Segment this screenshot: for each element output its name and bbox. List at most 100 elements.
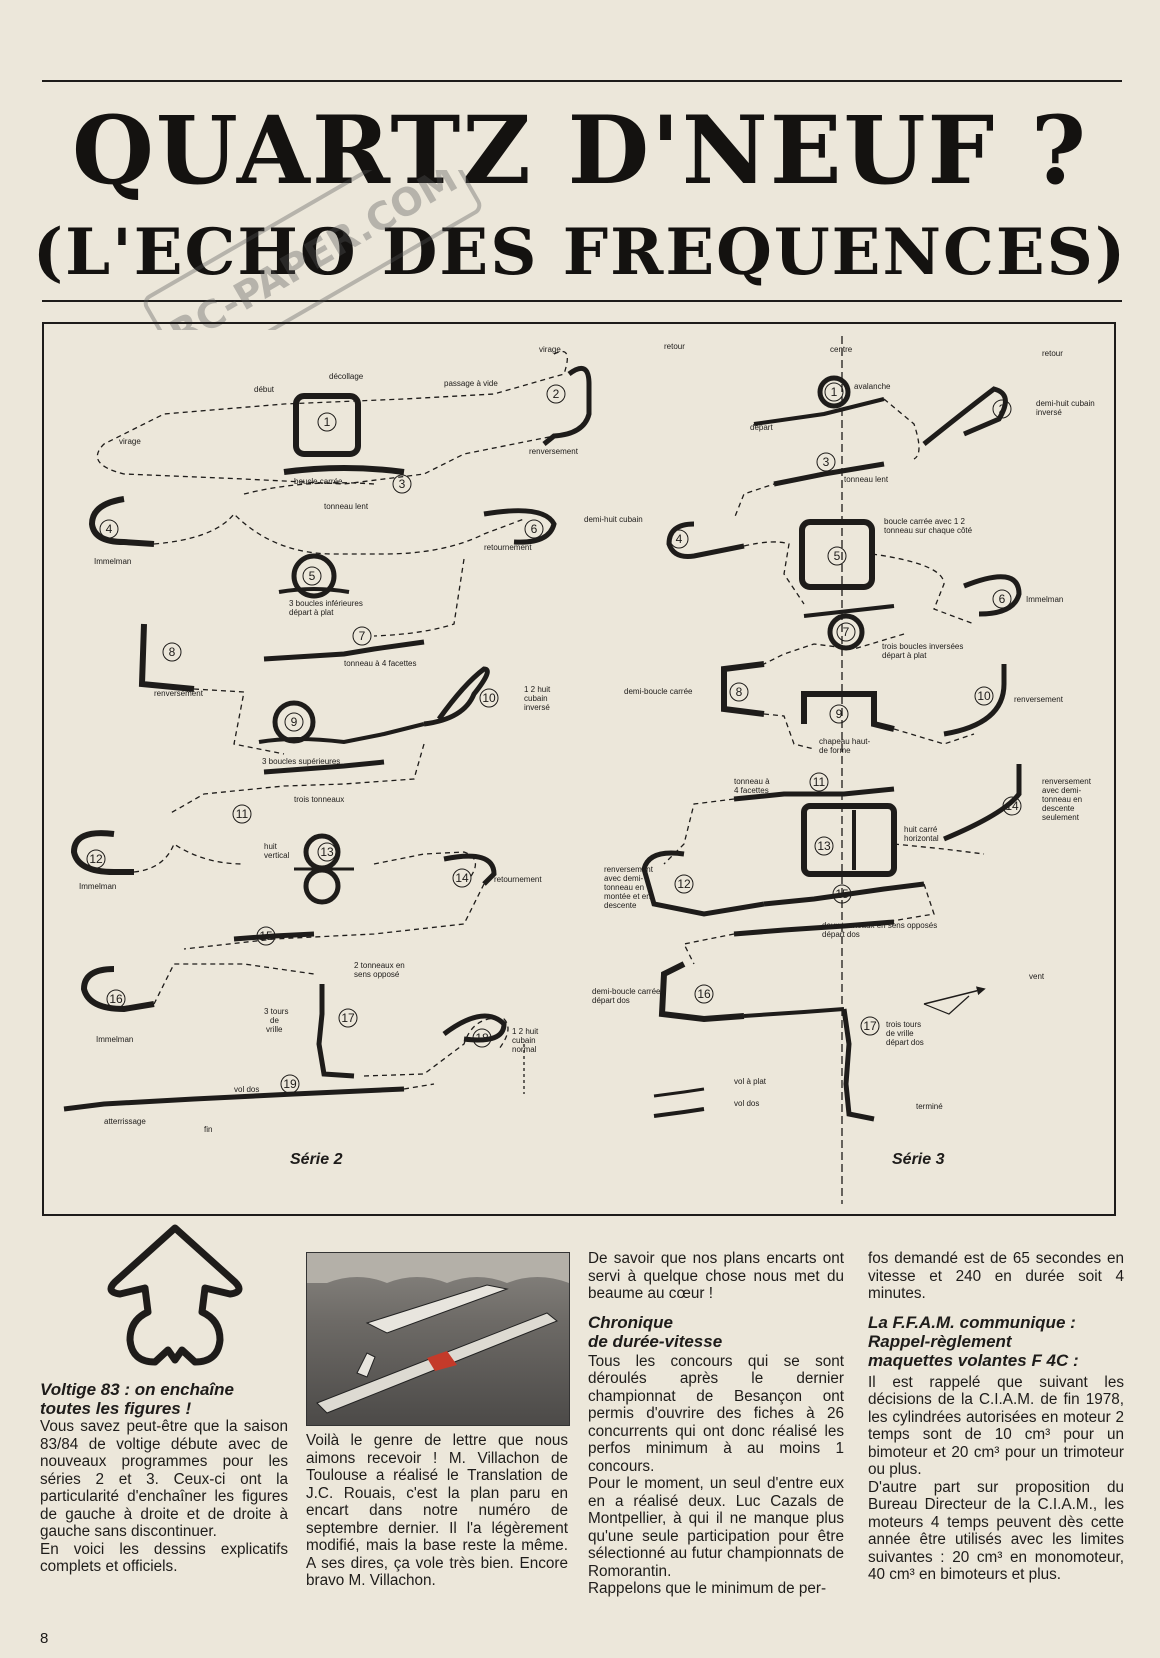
- svg-text:montée et en: montée et en: [604, 892, 651, 901]
- svg-text:3 boucles inférieures: 3 boucles inférieures: [289, 599, 363, 608]
- svg-text:15: 15: [259, 929, 273, 943]
- svg-text:demi-huit cubain: demi-huit cubain: [1036, 399, 1095, 408]
- serie3-diagram: [641, 336, 1022, 1204]
- lettre-body: Voilà le genre de lettre que nous aimons…: [306, 1432, 568, 1589]
- svg-text:19: 19: [283, 1077, 297, 1091]
- page-number: 8: [40, 1630, 49, 1647]
- svg-text:renversement: renversement: [154, 689, 204, 698]
- svg-text:renversement: renversement: [1014, 695, 1064, 704]
- svg-text:tonneau lent: tonneau lent: [844, 475, 889, 484]
- svg-text:14: 14: [455, 871, 469, 885]
- svg-text:avec demi-: avec demi-: [604, 874, 643, 883]
- svg-text:13: 13: [817, 839, 831, 853]
- svg-text:vol dos: vol dos: [734, 1099, 759, 1108]
- svg-text:chapeau haut-: chapeau haut-: [819, 737, 870, 746]
- serie2-title: Série 2: [290, 1151, 343, 1168]
- article-lettre: Voilà le genre de lettre que nous aimons…: [306, 1432, 568, 1590]
- svg-text:retour: retour: [664, 342, 685, 351]
- svg-text:2: 2: [999, 402, 1006, 416]
- svg-text:vertical: vertical: [264, 851, 290, 860]
- svg-text:inversé: inversé: [524, 703, 550, 712]
- svg-text:2 tonneaux en: 2 tonneaux en: [354, 961, 405, 970]
- svg-text:14: 14: [1005, 799, 1019, 813]
- svg-text:retournement: retournement: [494, 875, 542, 884]
- svg-text:18: 18: [475, 1031, 489, 1045]
- svg-text:1: 1: [831, 385, 838, 399]
- svg-text:descente: descente: [604, 901, 637, 910]
- svg-text:cubain: cubain: [512, 1036, 536, 1045]
- svg-text:1 2 huit: 1 2 huit: [512, 1027, 539, 1036]
- svg-text:6: 6: [999, 592, 1006, 606]
- svg-text:départ dos: départ dos: [592, 996, 630, 1005]
- svg-text:départ à plat: départ à plat: [882, 651, 927, 660]
- chronique-intro: De savoir que nos plans encarts ont serv…: [588, 1250, 844, 1302]
- svg-text:trois tours: trois tours: [886, 1020, 921, 1029]
- svg-text:de: de: [270, 1016, 279, 1025]
- svg-text:Immelman: Immelman: [94, 557, 131, 566]
- svg-text:12: 12: [89, 852, 103, 866]
- voltige-heading-1: Voltige 83 : on enchaîne: [40, 1380, 234, 1399]
- article-ffam: fos demandé est de 65 secondes en vitess…: [868, 1250, 1124, 1584]
- bottom-rule: [42, 300, 1122, 302]
- svg-text:de forme: de forme: [819, 746, 851, 755]
- svg-text:4: 4: [676, 532, 683, 546]
- svg-text:8: 8: [736, 685, 743, 699]
- svg-text:17: 17: [341, 1011, 355, 1025]
- svg-text:13: 13: [320, 845, 334, 859]
- svg-text:demi-huit cubain: demi-huit cubain: [584, 515, 643, 524]
- svg-text:avalanche: avalanche: [854, 382, 891, 391]
- svg-text:trois tonneaux: trois tonneaux: [294, 795, 344, 804]
- svg-text:virage: virage: [119, 437, 141, 446]
- svg-text:huit: huit: [264, 842, 278, 851]
- svg-text:normal: normal: [512, 1045, 537, 1054]
- svg-text:tonneau sur chaque côté: tonneau sur chaque côté: [884, 526, 973, 535]
- svg-text:seulement: seulement: [1042, 813, 1080, 822]
- svg-text:6: 6: [531, 522, 538, 536]
- chronique-heading-2: de durée-vitesse: [588, 1331, 723, 1351]
- svg-text:décollage: décollage: [329, 372, 364, 381]
- svg-text:demi-boucle carrée: demi-boucle carrée: [592, 987, 661, 996]
- svg-text:tonneau lent: tonneau lent: [324, 502, 369, 511]
- svg-text:9: 9: [291, 715, 298, 729]
- svg-text:8: 8: [169, 645, 176, 659]
- ffam-heading-3: maquettes volantes F 4C :: [868, 1350, 1079, 1370]
- svg-text:cubain: cubain: [524, 694, 548, 703]
- article-voltige: Voltige 83 : on enchaîne toutes les figu…: [40, 1380, 288, 1576]
- svg-text:départ dos: départ dos: [822, 930, 860, 939]
- svg-text:renversement: renversement: [604, 865, 654, 874]
- article-chronique: De savoir que nos plans encarts ont serv…: [588, 1250, 844, 1598]
- svg-text:1 2 huit: 1 2 huit: [524, 685, 551, 694]
- svg-text:avec demi-: avec demi-: [1042, 786, 1081, 795]
- ffam-intro: fos demandé est de 65 secondes en vitess…: [868, 1250, 1124, 1302]
- svg-text:2: 2: [553, 387, 560, 401]
- ffam-heading-2: Rappel-règlement: [868, 1331, 1012, 1351]
- ffam-body-1: Il est rappelé que suivant les décisions…: [868, 1373, 1124, 1479]
- svg-text:fin: fin: [204, 1125, 212, 1134]
- svg-text:virage: virage: [539, 345, 561, 354]
- chronique-body-1: Tous les concours qui se sont déroulés a…: [588, 1352, 844, 1475]
- serie2-labels: virage décollage début passage à vide vi…: [79, 345, 579, 1168]
- voltige-heading-2: toutes les figures !: [40, 1399, 192, 1418]
- svg-text:vol à plat: vol à plat: [734, 1077, 767, 1086]
- svg-text:Immelman: Immelman: [96, 1035, 133, 1044]
- svg-text:12: 12: [677, 877, 691, 891]
- svg-text:retour: retour: [1042, 349, 1063, 358]
- svg-text:10: 10: [977, 689, 991, 703]
- ffam-body-2: D'autre part sur proposition du Bureau D…: [868, 1478, 1124, 1584]
- svg-text:10: 10: [482, 691, 496, 705]
- svg-text:boucle carrée: boucle carrée: [294, 477, 343, 486]
- svg-text:Immelman: Immelman: [79, 882, 116, 891]
- svg-text:7: 7: [359, 629, 366, 643]
- svg-text:atterrissage: atterrissage: [104, 1117, 146, 1126]
- svg-text:9: 9: [836, 707, 843, 721]
- svg-text:11: 11: [236, 807, 249, 821]
- chronique-body-2: Pour le moment, un seul d'entre eux en a…: [588, 1475, 844, 1580]
- svg-text:tonneau en: tonneau en: [1042, 795, 1082, 804]
- svg-text:3 tours: 3 tours: [264, 1007, 288, 1016]
- svg-text:15: 15: [835, 887, 849, 901]
- svg-text:demi-boucle carrée: demi-boucle carrée: [624, 687, 693, 696]
- svg-text:départ à plat: départ à plat: [289, 608, 334, 617]
- svg-text:3: 3: [399, 477, 406, 491]
